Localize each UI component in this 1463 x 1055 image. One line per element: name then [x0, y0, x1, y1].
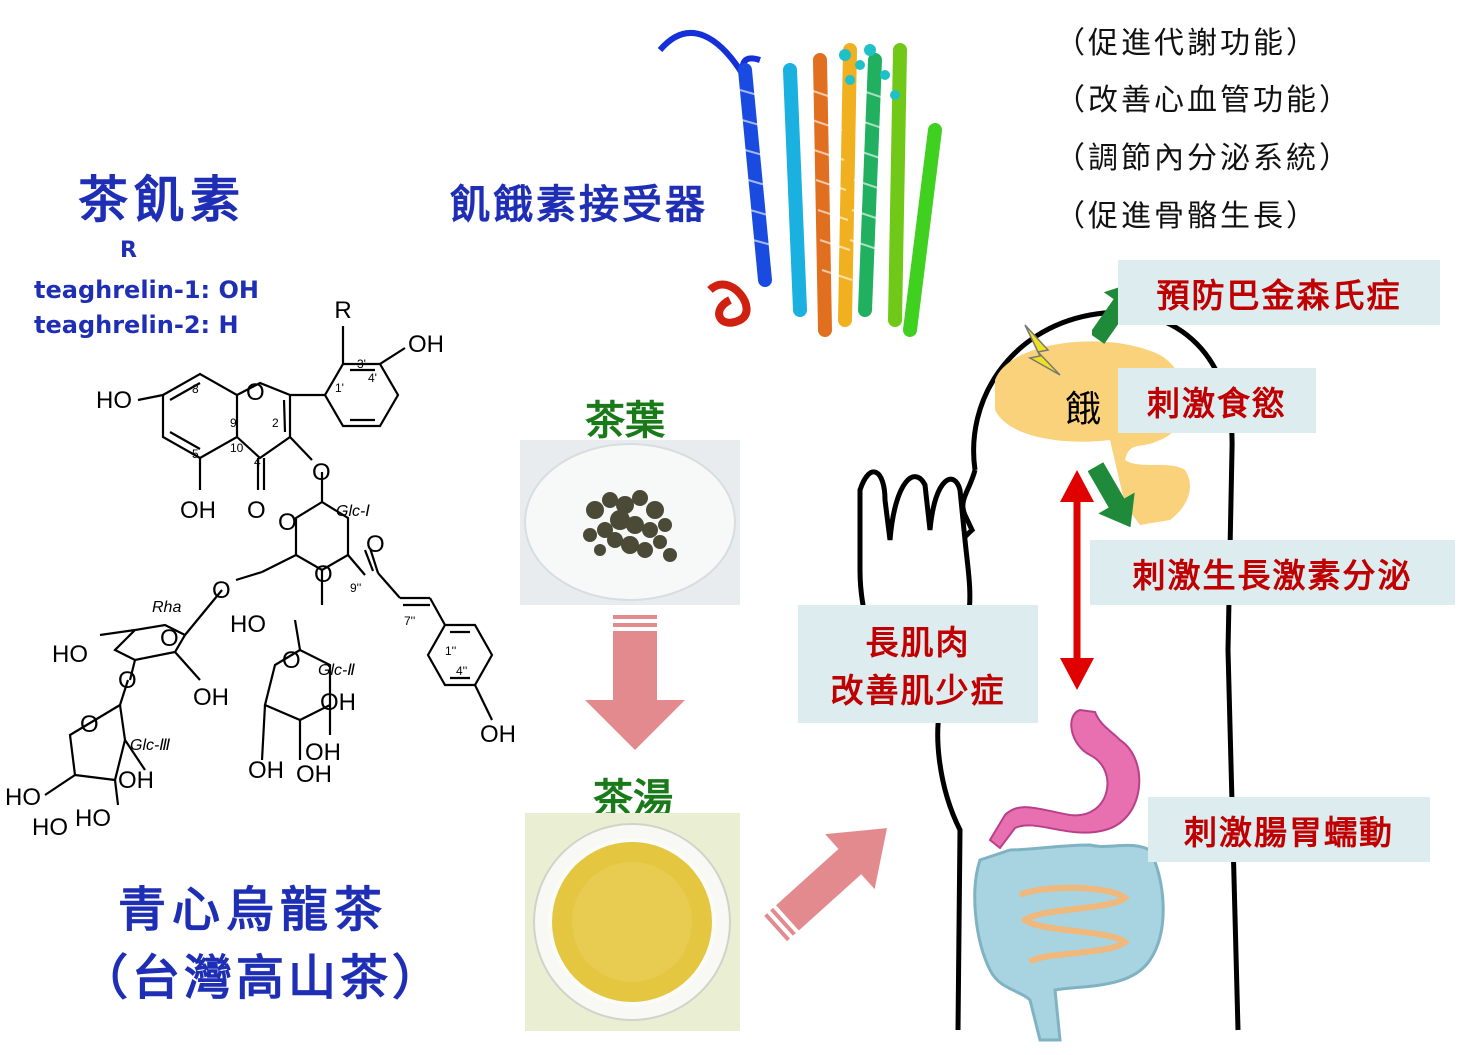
- red-double-arrow: [1060, 470, 1094, 690]
- mol-o-glc3: O: [80, 711, 99, 738]
- effect-growth-hormone: 刺激生長激素分泌: [1090, 540, 1455, 605]
- brain-label: 餓: [1065, 389, 1102, 430]
- stomach: [988, 708, 1141, 850]
- large-intestine: [973, 843, 1165, 1042]
- mol-num-4pp: 4'': [456, 664, 467, 678]
- compound-title: 茶飢素: [78, 170, 246, 229]
- tea-origin: （台灣高山茶）: [80, 950, 445, 1006]
- mol-num-7pp: 7'': [404, 614, 415, 628]
- diagonal-arrow: [764, 828, 888, 942]
- mol-oh-5: OH: [180, 497, 216, 524]
- effect-muscle-line-1: 長肌肉: [865, 623, 971, 662]
- mol-num-3p: 3': [357, 357, 366, 371]
- mol-o-3: O: [312, 459, 331, 486]
- mol-oh-glc2-b: OH: [305, 739, 341, 766]
- mol-oh-rha: OH: [193, 684, 229, 711]
- digestive-organs: [973, 708, 1165, 1042]
- mol-num-4: 4: [254, 455, 261, 469]
- mol-o-ring: O: [246, 379, 265, 406]
- mol-num-8: 8: [192, 382, 199, 396]
- helix-4: [838, 43, 857, 327]
- helix-1: [738, 63, 772, 287]
- mol-o-6glc: O: [212, 577, 231, 604]
- mol-oh-4p: OH: [408, 331, 444, 358]
- mol-glc1-label: Glc-Ⅰ: [336, 503, 370, 520]
- tea-soup-photo: [525, 813, 740, 1031]
- green-arrow-down: [1088, 462, 1135, 528]
- mol-o-carbonyl: O: [247, 497, 266, 524]
- mol-o-ester: O: [366, 531, 385, 558]
- mol-r: R: [334, 297, 351, 324]
- mol-ho-glc3-b: HO: [32, 814, 68, 841]
- down-arrow: [585, 615, 685, 750]
- helix-3: [813, 53, 832, 337]
- mol-ho-glc1: HO: [230, 611, 266, 638]
- mol-num-1pp: 1'': [445, 644, 456, 658]
- effect-muscle: 長肌肉 改善肌少症: [798, 605, 1038, 723]
- function-cardiovascular: （改善心血管功能）: [1055, 83, 1352, 118]
- mol-num-2: 2: [272, 416, 279, 430]
- mol-o-2glc: O: [314, 561, 333, 588]
- tea-leaf-label: 茶葉: [585, 397, 665, 444]
- teaghrelin-structure: R OH HO O OH O O O O O O HO OH O HO OH O…: [5, 297, 516, 841]
- mol-ho-glc3-a: HO: [5, 784, 41, 811]
- function-bone: （促進骨骼生長）: [1055, 199, 1319, 234]
- legend-line-2: teaghrelin-2: H: [34, 311, 239, 339]
- mol-glc3-label: Glc-Ⅲ: [130, 737, 170, 754]
- tea-leaf-photo: [520, 440, 740, 605]
- tea-name: 青心烏龍茶: [118, 882, 389, 938]
- mol-o-rha: O: [160, 625, 179, 652]
- legend-line-1: teaghrelin-1: OH: [34, 276, 259, 304]
- small-intestine: [1018, 884, 1130, 965]
- effect-gut: 刺激腸胃蠕動: [1148, 797, 1430, 862]
- mol-num-9: 9: [230, 416, 237, 430]
- mol-glc2-label: Glc-Ⅱ: [318, 662, 355, 679]
- ligand-cluster: [839, 44, 900, 100]
- receptor-title: 飢餓素接受器: [450, 181, 708, 228]
- mol-oh-coumaroyl: OH: [480, 721, 516, 748]
- effect-parkinson: 預防巴金森氏症: [1118, 260, 1440, 325]
- ghrelin-receptor-structure: [657, 29, 942, 337]
- helix-2: [783, 63, 807, 317]
- mol-num-4p: 4': [368, 371, 377, 385]
- mol-o-rha3: O: [118, 667, 137, 694]
- mol-ho-7: HO: [96, 387, 132, 414]
- mol-o-glc1: O: [278, 509, 297, 536]
- function-metabolism: （促進代謝功能）: [1055, 26, 1319, 61]
- mol-oh-glc2-d: OH: [296, 761, 332, 788]
- mol-oh-glc3: OH: [118, 767, 154, 794]
- mol-ho-glc3-c: HO: [75, 805, 111, 832]
- mol-rha-label: Rha: [152, 599, 181, 616]
- receptor-loop-red: [707, 280, 751, 327]
- helix-7: [903, 123, 942, 337]
- mol-o-glc2: O: [282, 647, 301, 674]
- legend-r: R: [120, 238, 137, 263]
- mol-num-1p: 1': [335, 381, 344, 395]
- mol-num-10: 10: [230, 441, 244, 455]
- effect-appetite: 刺激食慾: [1118, 368, 1316, 433]
- effect-muscle-line-2: 改善肌少症: [830, 671, 1006, 710]
- mol-num-5: 5: [192, 447, 199, 461]
- mol-ho-rha: HO: [52, 641, 88, 668]
- mol-oh-glc2-c: OH: [248, 757, 284, 784]
- mol-num-9pp: 9'': [350, 581, 361, 595]
- function-endocrine: （調節內分泌系統）: [1055, 141, 1352, 176]
- mol-oh-glc2-a: OH: [320, 689, 356, 716]
